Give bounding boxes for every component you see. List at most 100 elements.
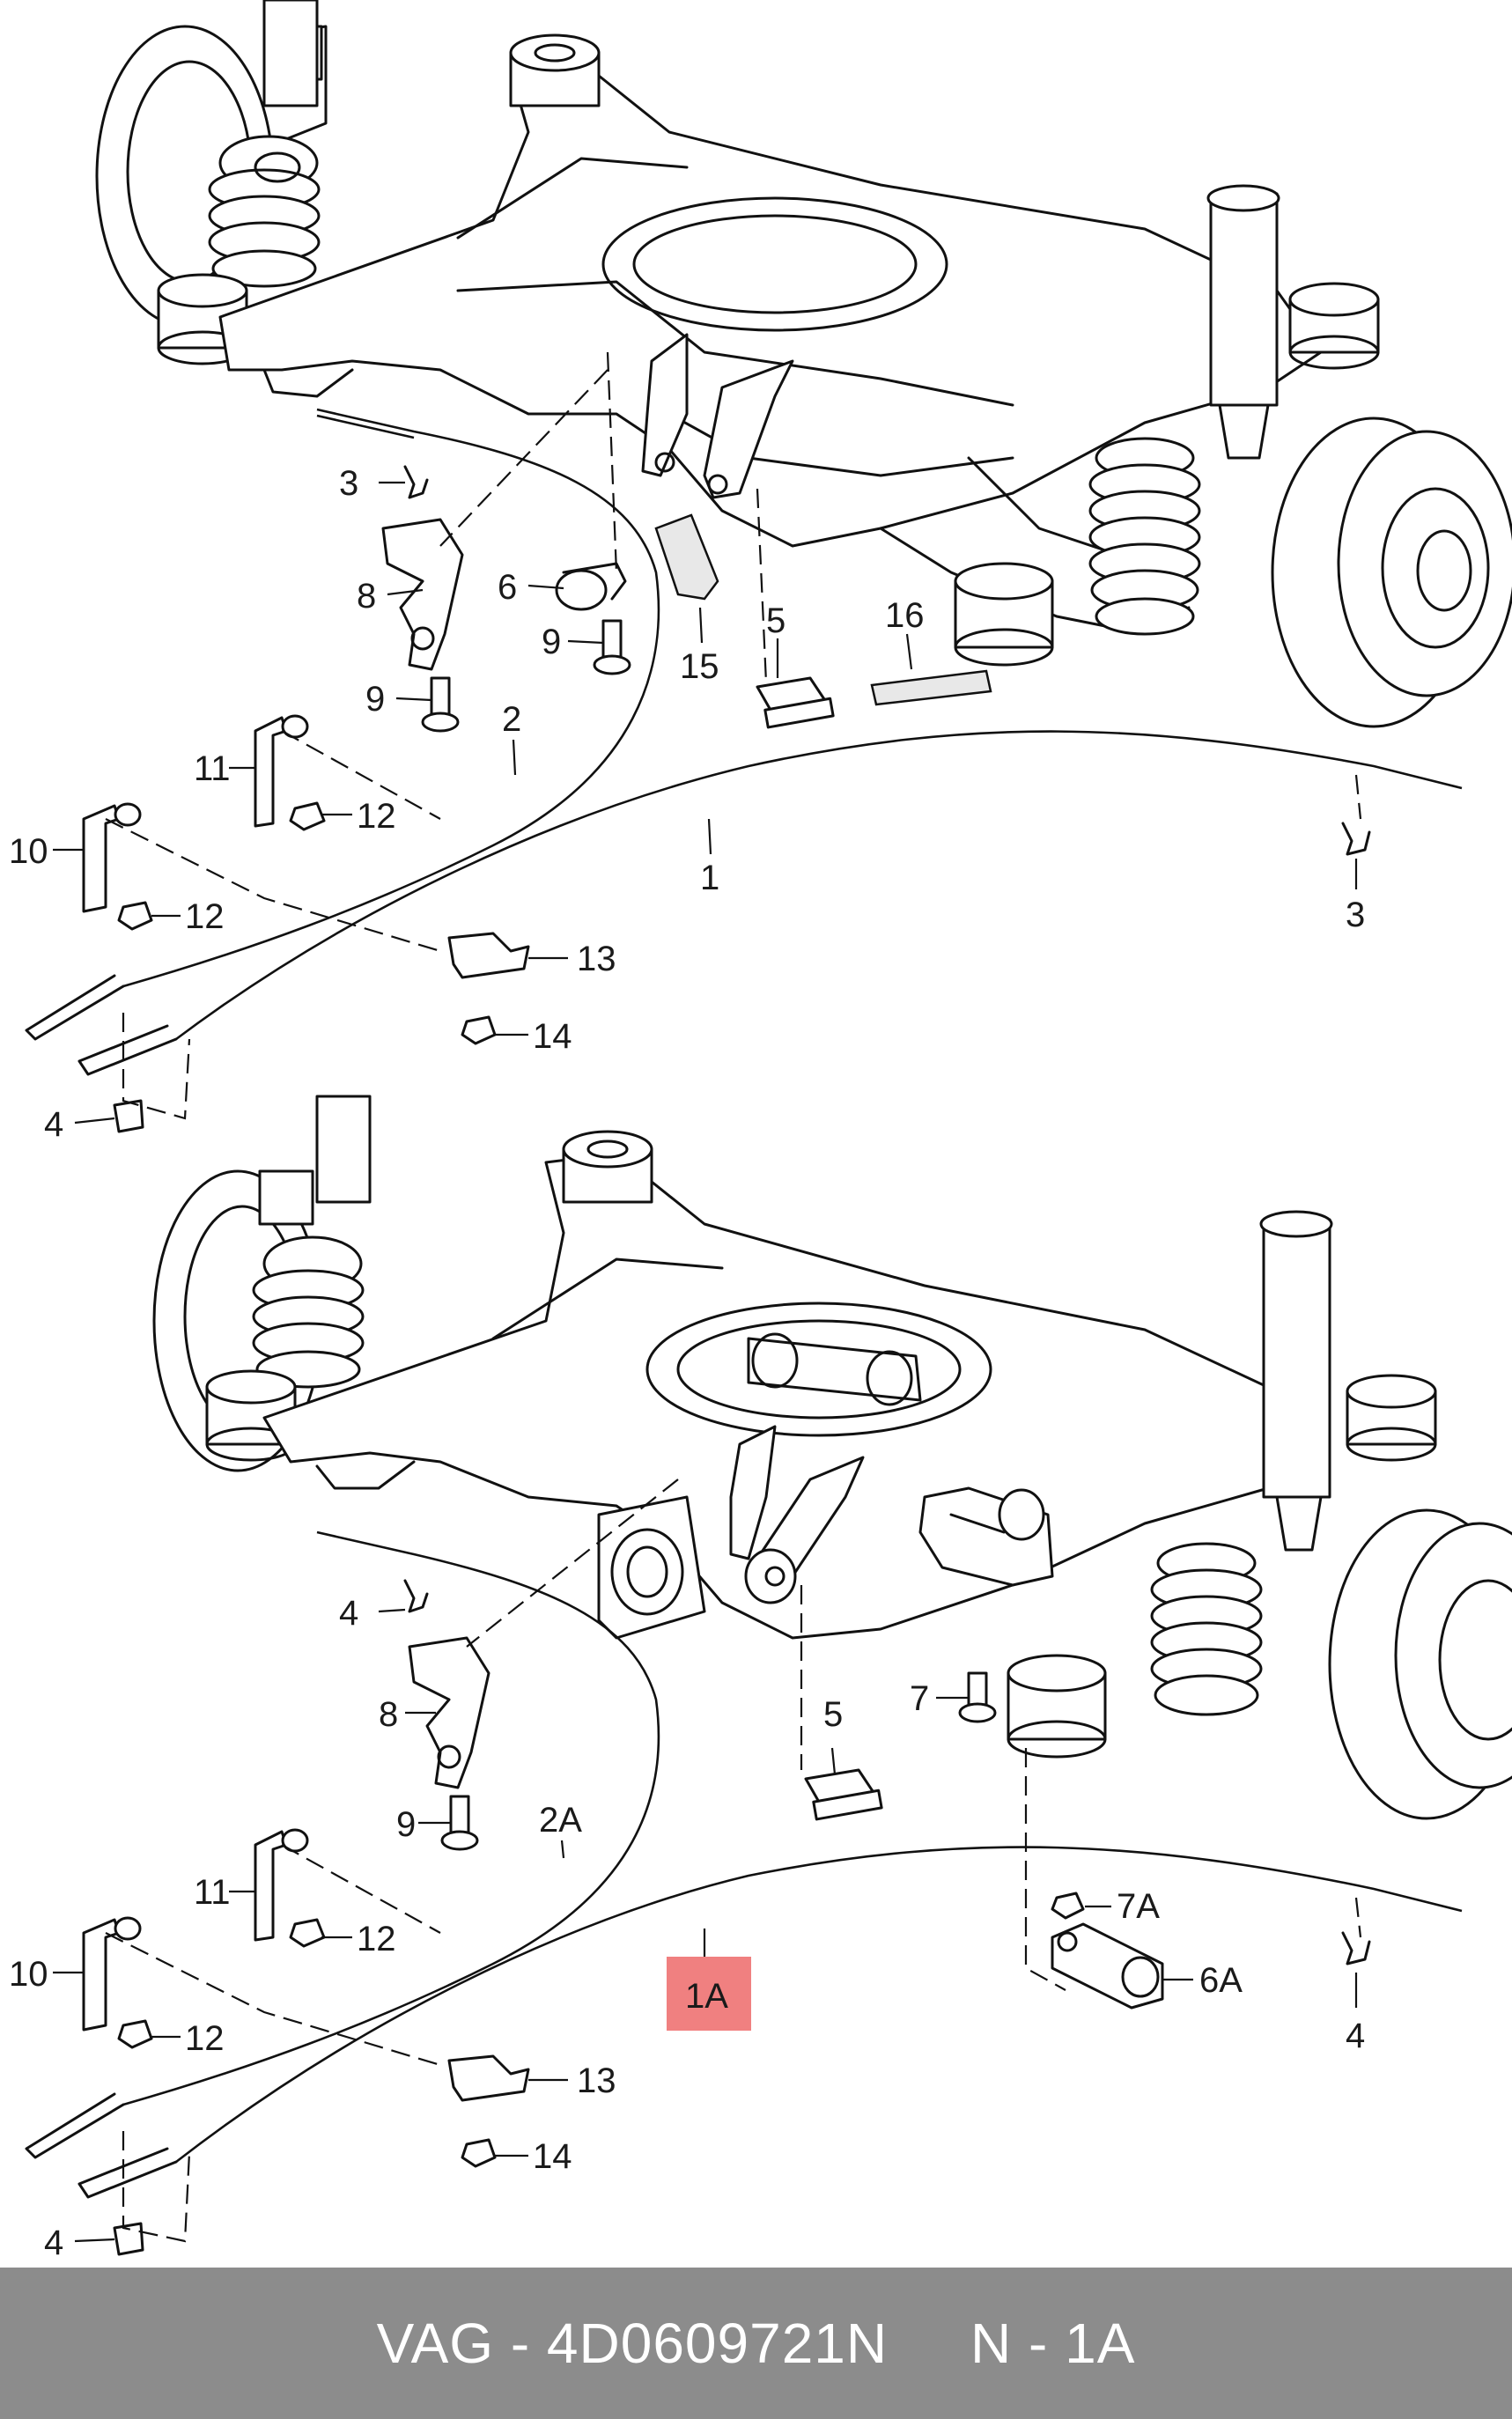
top-callout-3a: 3: [339, 464, 358, 503]
top-callout-6: 6: [498, 568, 517, 607]
top-assembly: 3 8 6 9 9 15 5 16 2 1 11 10 12 12 13 14 …: [9, 0, 1512, 1144]
top-dash-f: [1354, 774, 1362, 820]
top-dash-g: [122, 1013, 191, 1120]
bottom-callout-4b: 4: [1346, 2017, 1365, 2055]
top-dash-b: [439, 369, 608, 547]
top-right-top-bushing: [1288, 282, 1380, 370]
top-right-disc: [1271, 417, 1512, 728]
bottom-subframe: [262, 1152, 1323, 1640]
top-dash-d: [105, 818, 441, 953]
footer-part-number: 4D0609721N: [546, 2312, 889, 2375]
footer-separator: -: [494, 2312, 547, 2375]
bottom-leader-2a: [560, 1840, 565, 1859]
top-callout-16: 16: [885, 596, 925, 635]
bottom-part-8-bracket: [408, 1636, 490, 1789]
bottom-callout-12a: 12: [185, 2019, 225, 2058]
top-part-12-nut-a: [117, 901, 153, 931]
bottom-brackets: [729, 1425, 865, 1604]
top-dash-a: [606, 351, 618, 573]
bottom-dash-f: [1354, 1897, 1362, 1938]
bottom-part-6a-clamp: [1051, 1922, 1164, 2010]
top-leader-1: [707, 818, 712, 855]
bottom-callout-4c: 4: [44, 2224, 63, 2262]
top-brackets: [641, 333, 794, 499]
top-leader-2: [512, 739, 517, 776]
bottom-callout-9: 9: [396, 1805, 416, 1844]
top-part-3-clip-b: [1341, 822, 1371, 856]
bottom-leader-4a: [378, 1608, 406, 1613]
top-cable-2: [25, 408, 660, 1041]
top-part-11-clamp: [254, 714, 309, 828]
top-part-5-pin: [756, 676, 835, 729]
bottom-part-4-clip-b: [1341, 1931, 1371, 1965]
footer-brand: VAG: [376, 2312, 495, 2375]
bottom-part-10-clamp: [82, 1916, 142, 2032]
top-leader-9b: [395, 697, 432, 702]
top-leader-16: [905, 633, 913, 670]
top-leader-6: [527, 584, 564, 590]
bottom-callout-14: 14: [533, 2137, 572, 2176]
bottom-callout-13: 13: [577, 2061, 616, 2100]
top-part-16-strip: [870, 669, 992, 706]
top-callout-12a: 12: [185, 897, 225, 936]
top-part-13-bracket: [447, 932, 530, 979]
bottom-leader-4c: [74, 2238, 115, 2243]
bottom-callout-4a: 4: [339, 1594, 358, 1633]
bottom-dash-c: [1024, 1748, 1066, 1991]
top-cable-1: [77, 730, 1463, 1076]
top-center-mount: [509, 33, 601, 107]
bottom-right-disc: [1328, 1508, 1512, 1820]
bottom-right-top-bushing: [1346, 1374, 1437, 1462]
bottom-left-spring: [252, 1095, 372, 1389]
bottom-center-mount: [562, 1130, 653, 1204]
bottom-cable-1a-highlighted-part: [77, 1846, 1463, 2199]
part-footer-bar: VAG - 4D0609721N N - 1A: [0, 2268, 1512, 2419]
bottom-part-11-clamp: [254, 1828, 309, 1942]
top-part-12-nut-b: [289, 801, 326, 831]
bottom-callout-8: 8: [379, 1695, 398, 1734]
top-callout-12b: 12: [357, 797, 396, 836]
bottom-part-13-bracket: [447, 2054, 530, 2102]
bottom-part-4-clip-a: [403, 1579, 429, 1613]
bottom-cable-2a: [25, 1530, 660, 2159]
bottom-sensor-block: [918, 1486, 1054, 1587]
bottom-right-shock: [1259, 1210, 1333, 1552]
top-part-9-bolt-a: [593, 619, 631, 675]
top-part-10-clamp: [82, 802, 142, 913]
bottom-diff-flange: [597, 1495, 706, 1640]
bottom-dash-d: [105, 1932, 441, 2067]
top-callout-10: 10: [9, 832, 48, 871]
top-right-bushing-block: [954, 562, 1054, 667]
top-leader-15: [698, 607, 704, 644]
highlight-box-1a: [667, 1957, 751, 2031]
top-part-3-clip-a: [403, 465, 429, 499]
bottom-callout-2a: 2A: [539, 1801, 582, 1840]
top-callout-13: 13: [577, 940, 616, 978]
part-footer-text: VAG - 4D0609721N N - 1A: [377, 2311, 1136, 2376]
bottom-callout-7: 7: [910, 1679, 929, 1718]
top-callout-15: 15: [680, 647, 719, 686]
top-callout-9a: 9: [542, 623, 561, 661]
top-dash-c: [756, 488, 768, 683]
top-callout-11: 11: [194, 749, 231, 788]
footer-gap: [888, 2312, 970, 2375]
bottom-assembly: 4 8 9 2A 1A 5 7 7A 6A 11 10 12 12 13 14 …: [9, 1095, 1512, 2262]
parts-diagram-svg: 3 8 6 9 9 15 5 16 2 1 11 10 12 12 13 14 …: [9, 0, 1512, 2262]
top-leader-8: [387, 588, 424, 596]
top-callout-5: 5: [766, 601, 786, 640]
bottom-callout-10: 10: [9, 1955, 48, 1994]
top-part-4-clip: [113, 1099, 144, 1133]
bottom-leader-5: [830, 1747, 837, 1775]
parts-diagram: 3 8 6 9 9 15 5 16 2 1 11 10 12 12 13 14 …: [9, 0, 1512, 2262]
bottom-dash-e: [281, 1844, 441, 1934]
bottom-right-spring: [1150, 1542, 1263, 1716]
top-callout-14: 14: [533, 1017, 572, 1056]
top-part-8-bracket: [381, 518, 464, 671]
top-callout-8: 8: [357, 577, 376, 616]
top-part-15-pad: [654, 513, 719, 601]
top-right-shock: [1206, 184, 1280, 460]
top-callout-4: 4: [44, 1105, 63, 1144]
top-dash-e: [281, 730, 441, 820]
top-callout-2: 2: [502, 700, 521, 739]
bottom-part-7a-nut: [1051, 1892, 1085, 1920]
